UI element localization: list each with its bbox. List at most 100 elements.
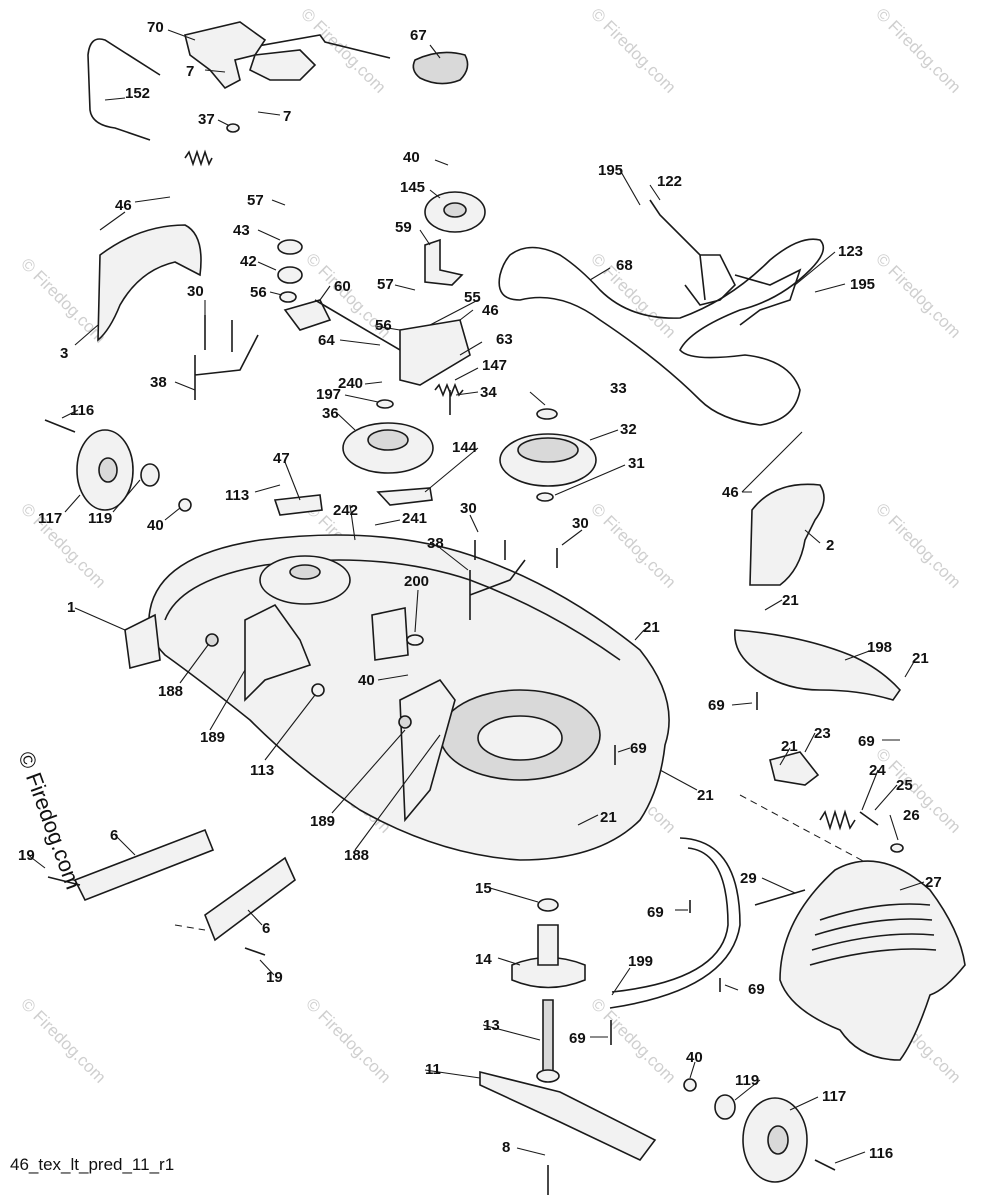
callout-117: 117 bbox=[822, 1088, 846, 1105]
callout-240: 240 bbox=[338, 375, 363, 392]
callout-60: 60 bbox=[334, 278, 351, 295]
washer-26 bbox=[890, 843, 904, 853]
guide-123 bbox=[734, 268, 802, 326]
washer-197 bbox=[376, 399, 394, 409]
side-credit: © Firedog.com bbox=[13, 748, 86, 892]
callout-59: 59 bbox=[395, 219, 412, 236]
callout-8: 8 bbox=[502, 1139, 510, 1156]
bracket-70b bbox=[249, 49, 317, 81]
deck-rim-1 bbox=[164, 559, 621, 661]
bracket-23 bbox=[769, 751, 820, 786]
callout-68: 68 bbox=[616, 257, 633, 274]
shield-2 bbox=[749, 483, 825, 586]
pin-29 bbox=[754, 889, 806, 906]
deck-opening-inner bbox=[477, 715, 563, 761]
nut-113b bbox=[311, 683, 325, 697]
callout-40: 40 bbox=[147, 517, 164, 534]
callout-37: 37 bbox=[198, 111, 215, 128]
bracket-70 bbox=[184, 21, 267, 90]
washer-31 bbox=[536, 492, 554, 502]
callout-27: 27 bbox=[925, 874, 942, 891]
callout-189: 189 bbox=[200, 729, 225, 746]
callout-195: 195 bbox=[850, 276, 875, 293]
callout-26: 26 bbox=[903, 807, 920, 824]
callout-25: 25 bbox=[896, 777, 913, 794]
spindle-housing-14 bbox=[511, 956, 586, 989]
callout-57: 57 bbox=[377, 276, 394, 293]
callout-21: 21 bbox=[912, 650, 929, 667]
blade-11 bbox=[479, 1070, 657, 1162]
callout-69: 69 bbox=[748, 981, 765, 998]
callout-38: 38 bbox=[427, 535, 444, 552]
watermark: © Firedog.com bbox=[297, 4, 389, 96]
bracket-189a bbox=[244, 603, 312, 702]
callout-24: 24 bbox=[869, 762, 886, 779]
nut-40b bbox=[178, 498, 192, 512]
bushing-33 bbox=[536, 408, 558, 420]
callout-195: 195 bbox=[598, 162, 623, 179]
callout-15: 15 bbox=[475, 880, 492, 897]
rod-38a bbox=[194, 334, 259, 400]
bracket-6b bbox=[204, 856, 296, 942]
callout-46: 46 bbox=[115, 197, 132, 214]
bolt-30b bbox=[474, 540, 506, 560]
callout-7: 7 bbox=[186, 63, 194, 80]
bushing-42 bbox=[277, 266, 303, 284]
callout-147: 147 bbox=[482, 357, 507, 374]
callout-46: 46 bbox=[722, 484, 739, 501]
spindle-shaft-13 bbox=[542, 999, 554, 1076]
spindle-body-14 bbox=[537, 924, 559, 966]
callout-46: 46 bbox=[482, 302, 499, 319]
callout-21: 21 bbox=[782, 592, 799, 609]
watermark: © Firedog.com bbox=[587, 994, 679, 1086]
callout-23: 23 bbox=[814, 725, 831, 742]
callout-69: 69 bbox=[630, 740, 647, 757]
callout-42: 42 bbox=[240, 253, 257, 270]
spring-147 bbox=[434, 382, 464, 398]
bolt-116a bbox=[44, 419, 76, 433]
watermark: © Firedog.com bbox=[587, 499, 679, 591]
callout-31: 31 bbox=[628, 455, 645, 472]
assembly-line bbox=[739, 794, 881, 871]
deck-pulley-hub bbox=[289, 564, 321, 580]
arm-60 bbox=[283, 299, 332, 331]
callout-242: 242 bbox=[333, 502, 358, 519]
hook-24 bbox=[859, 811, 879, 826]
callout-241: 241 bbox=[402, 510, 427, 527]
callout-152: 152 bbox=[125, 85, 150, 102]
callout-116: 116 bbox=[70, 402, 94, 419]
callout-34: 34 bbox=[480, 384, 497, 401]
callout-119: 119 bbox=[88, 510, 112, 527]
callout-30: 30 bbox=[460, 500, 477, 517]
bracket-144 bbox=[376, 487, 433, 506]
callout-30: 30 bbox=[572, 515, 589, 532]
nut-40d bbox=[683, 1078, 697, 1092]
guide-122 bbox=[649, 199, 736, 306]
callout-6: 6 bbox=[262, 920, 270, 937]
callout-40: 40 bbox=[403, 149, 420, 166]
callout-21: 21 bbox=[600, 809, 617, 826]
callout-32: 32 bbox=[620, 421, 637, 438]
bolt-19a bbox=[47, 876, 81, 886]
callout-40: 40 bbox=[686, 1049, 703, 1066]
callout-19: 19 bbox=[266, 969, 283, 986]
bushing-188b bbox=[398, 715, 412, 729]
baffle-198 bbox=[733, 629, 902, 701]
callout-113: 113 bbox=[225, 487, 249, 504]
callout-144: 144 bbox=[452, 439, 478, 456]
wheel-hub-117a bbox=[98, 457, 118, 483]
callout-69: 69 bbox=[858, 733, 875, 750]
pulley-hub-32 bbox=[517, 437, 579, 463]
spring-152 bbox=[184, 149, 213, 167]
bracket-front-1 bbox=[124, 613, 161, 670]
bracket-6a bbox=[73, 828, 215, 902]
callout-6: 6 bbox=[110, 827, 118, 844]
watermark: © Firedog.com bbox=[872, 499, 964, 591]
bracket-189b bbox=[399, 678, 456, 823]
callout-117: 117 bbox=[38, 510, 62, 527]
deflector-rod-199 bbox=[609, 837, 741, 1009]
callout-43: 43 bbox=[233, 222, 250, 239]
callout-70: 70 bbox=[147, 19, 164, 36]
bolt-116b bbox=[814, 1159, 836, 1171]
